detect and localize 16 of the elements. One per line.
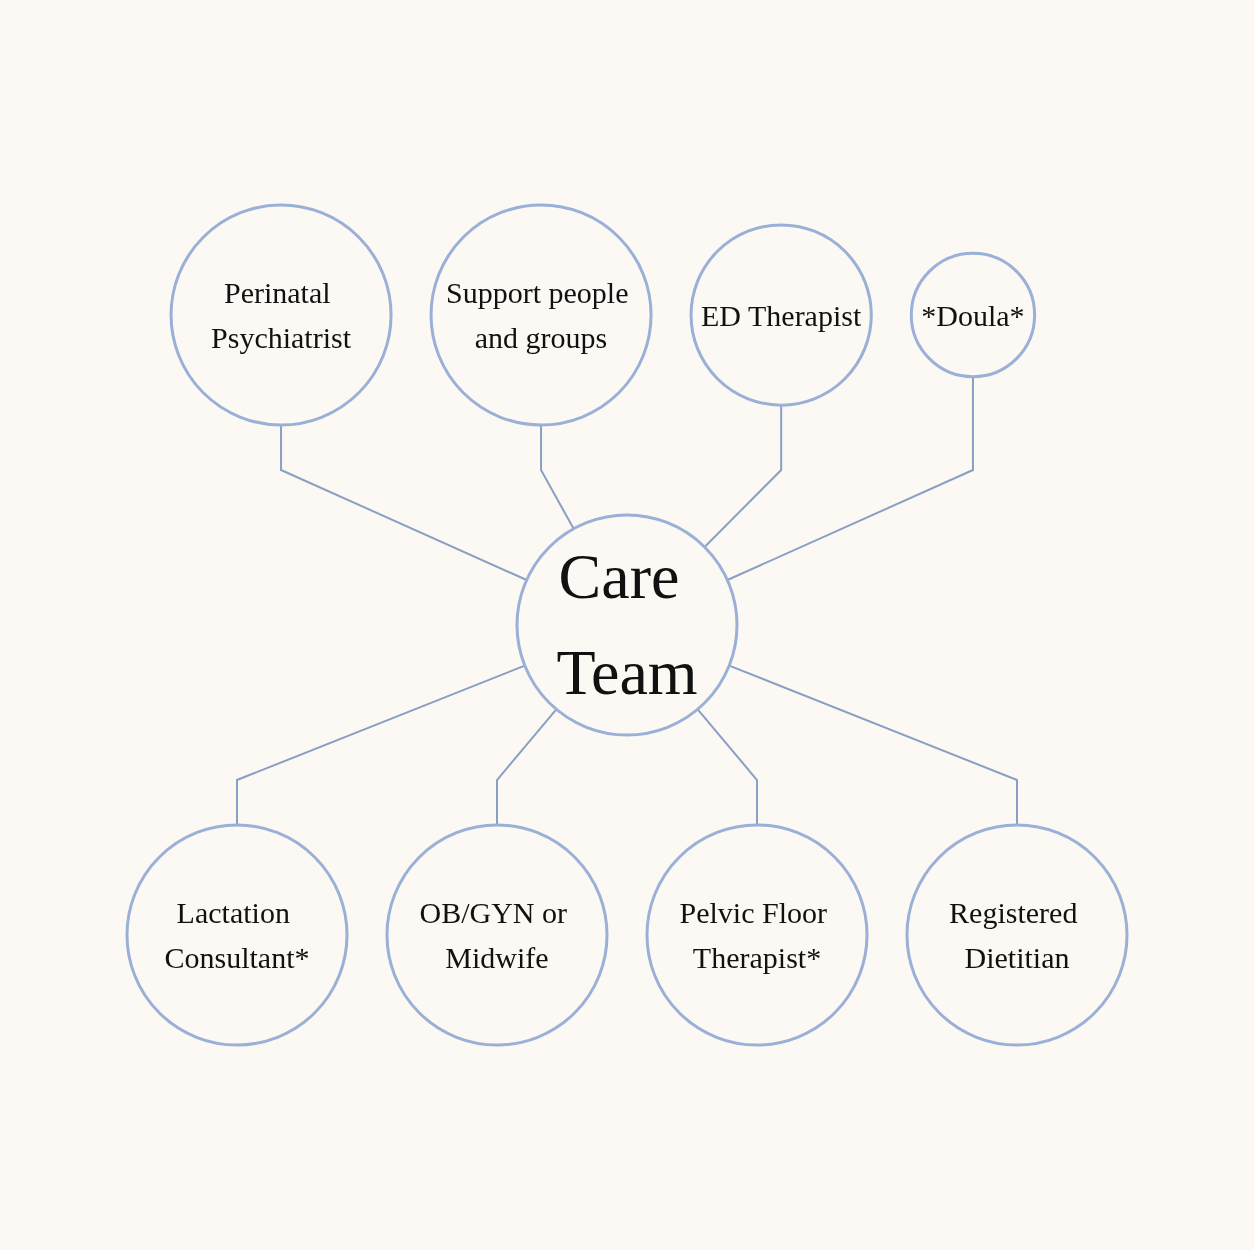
node-circle: Care Team: [515, 513, 739, 737]
node-circle: *Doula*: [909, 251, 1037, 379]
node-circle: ED Therapist: [689, 223, 873, 407]
connector: [236, 664, 526, 826]
connector: [540, 424, 575, 530]
connector: [728, 664, 1018, 826]
connector: [280, 424, 528, 581]
connector: [696, 708, 758, 826]
node-circle: OB/GYN or Midwife: [385, 823, 609, 1047]
node-circle: Registered Dietitian: [905, 823, 1129, 1047]
node-circle: Perinatal Psychiatrist: [169, 203, 393, 427]
node-circle: Support people and groups: [429, 203, 653, 427]
connector: [496, 708, 558, 826]
connector: [703, 404, 783, 548]
node-circle: Lactation Consultant*: [125, 823, 349, 1047]
node-circle: Pelvic Floor Therapist*: [645, 823, 869, 1047]
